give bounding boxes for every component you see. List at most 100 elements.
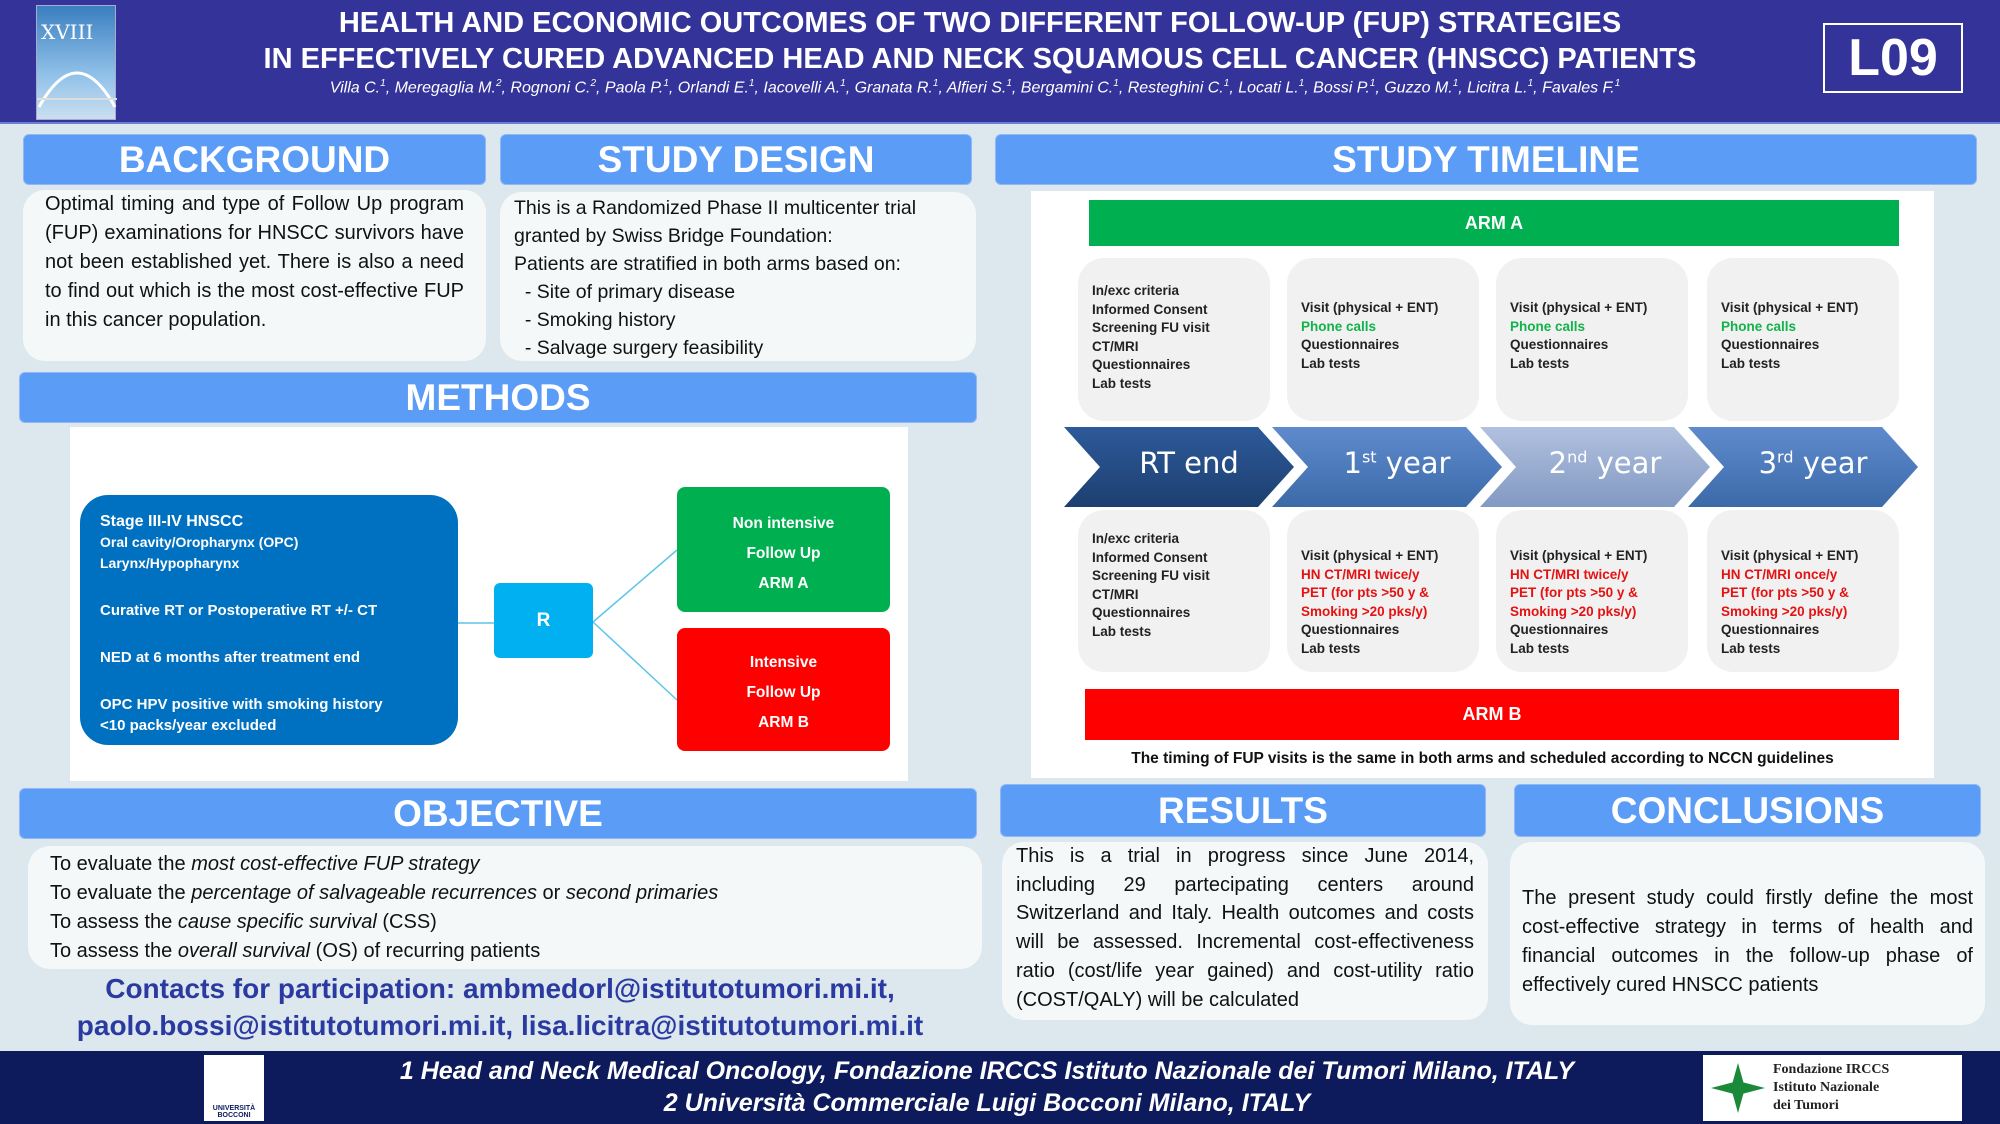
card-line: PET (for pts >50 y & — [1721, 585, 1849, 600]
card-line: Questionnaires — [1510, 622, 1609, 637]
card-line: Visit (physical + ENT) — [1301, 548, 1439, 563]
stage-suffix: year — [1793, 446, 1868, 480]
objective-prefix: To evaluate the — [50, 882, 192, 904]
timeline-arrow — [1064, 427, 1294, 507]
stage-number: RT end — [1139, 446, 1239, 480]
author-affiliation: 1 — [1452, 78, 1459, 89]
timeline-stage-label: 3rd year — [1708, 446, 1918, 480]
author-name: Alfieri S. — [946, 79, 1007, 97]
conclusions-header: CONCLUSIONS — [1514, 784, 1981, 837]
background-text: Optimal timing and type of Follow Up pro… — [23, 190, 486, 361]
timeline-arrow — [1688, 427, 1918, 507]
objective-prefix: To evaluate the — [50, 853, 192, 875]
card-line: CT/MRI — [1092, 338, 1139, 354]
timeline-arm-a-bar: ARM A — [1089, 200, 1899, 246]
objective-emphasis: percentage of salvageable recurrences — [191, 882, 537, 904]
card-line: PET (for pts >50 y & — [1301, 585, 1429, 600]
contacts-line-1[interactable]: Contacts for participation: ambmedorl@is… — [105, 973, 895, 1004]
card-line: Informed Consent — [1092, 549, 1208, 565]
logo-text: XVIII — [41, 20, 94, 44]
stage-number: 2 — [1548, 446, 1568, 480]
card-line: Questionnaires — [1092, 357, 1191, 372]
card-line: In/exc criteria — [1092, 531, 1180, 546]
stage-ordinal: nd — [1567, 447, 1588, 467]
card-line: Questionnaires — [1301, 622, 1400, 637]
study-design-line: - Salvage surgery feasibility — [514, 337, 764, 359]
author-affiliation: 1 — [1369, 78, 1376, 89]
arm-b-line: Follow Up — [746, 684, 821, 701]
arm-b-line: Intensive — [749, 654, 818, 671]
timeline-stage-label: 2nd year — [1500, 446, 1710, 480]
author-affiliation: 1 — [663, 78, 669, 89]
card-line: HN CT/MRI twice/y — [1510, 566, 1629, 582]
author-affiliation: 2 — [495, 78, 502, 89]
author-name: Guzzo M. — [1384, 79, 1453, 97]
objective-prefix: To assess the — [50, 911, 178, 933]
stage-suffix: year — [1587, 446, 1662, 480]
card-line: Phone calls — [1721, 318, 1797, 334]
criteria-line: <10 packs/year excluded — [100, 717, 277, 734]
author-name: Orlandi E. — [677, 79, 749, 97]
objective-suffix: or — [537, 882, 566, 904]
objective-item: To evaluate the most cost-effective FUP … — [50, 850, 960, 879]
timeline-arm-b-bar: ARM B — [1085, 689, 1899, 740]
author-name: Bossi P. — [1313, 79, 1370, 97]
card-line: In/exc criteria — [1092, 283, 1180, 298]
timeline-arrow — [1480, 427, 1710, 507]
card-line: Phone calls — [1510, 318, 1586, 334]
author-name: Resteghini C. — [1127, 79, 1224, 97]
objective-item: To assess the overall survival (OS) of r… — [50, 937, 960, 966]
criteria-line: OPC HPV positive with smoking history — [100, 696, 383, 713]
card-line: Screening FU visit — [1092, 568, 1210, 583]
author-name: Granata R. — [854, 79, 933, 97]
methods-header: METHODS — [19, 372, 977, 423]
title-line-1: HEALTH AND ECONOMIC OUTCOMES OF TWO DIFF… — [338, 7, 1622, 39]
footer: UNIVERSITÀ BOCCONI 1 Head and Neck Medic… — [0, 1051, 2000, 1124]
contacts: Contacts for participation: ambmedorl@is… — [0, 970, 1000, 1044]
card-line: Questionnaires — [1301, 337, 1400, 352]
study-design-line: - Smoking history — [514, 309, 676, 331]
arm-b-line: ARM B — [758, 714, 809, 731]
contacts-line-2[interactable]: paolo.bossi@istitutotumori.mi.it, lisa.l… — [76, 1010, 924, 1041]
criteria-line: Oral cavity/Oropharynx (OPC) — [100, 534, 299, 550]
timeline-stage-label: 1st year — [1292, 446, 1502, 480]
stage-number: 3 — [1758, 446, 1778, 480]
arm-a-line: ARM A — [758, 575, 809, 592]
author-affiliation: 1 — [1113, 78, 1119, 89]
timeline-note: The timing of FUP visits is the same in … — [1131, 750, 1834, 767]
congress-logo: XVIII — [36, 5, 117, 120]
card-line: Lab tests — [1301, 355, 1361, 371]
author-affiliation: 1 — [748, 78, 755, 89]
affiliation-1: 1 Head and Neck Medical Oncology, Fondaz… — [399, 1057, 1575, 1085]
methods-connectors — [458, 549, 678, 701]
affiliation-2: 2 Università Commerciale Luigi Bocconi M… — [663, 1089, 1311, 1117]
author-name: Favales F. — [1542, 79, 1615, 97]
card-line: CT/MRI — [1092, 586, 1139, 602]
conclusions-text: The present study could firstly define t… — [1510, 842, 1985, 1025]
title-line-2: IN EFFECTIVELY CURED ADVANCED HEAD AND N… — [263, 43, 1697, 75]
stage-number: 1 — [1343, 446, 1362, 480]
card-line: Informed Consent — [1092, 301, 1208, 317]
timeline-arrows — [1064, 427, 1918, 507]
objective-emphasis: most cost-effective FUP strategy — [191, 853, 480, 875]
poster-code: L09 — [1823, 23, 1963, 93]
background-header: BACKGROUND — [23, 134, 486, 185]
study-design-text: This is a Randomized Phase II multicente… — [500, 192, 976, 361]
study-design-line: This is a Randomized Phase II multicente… — [514, 197, 917, 219]
card-line: Questionnaires — [1092, 605, 1191, 620]
card-line: HN CT/MRI twice/y — [1301, 566, 1420, 582]
bocconi-logo-text: UNIVERSITÀ BOCCONI — [212, 1105, 256, 1119]
author-name: Rognoni C. — [510, 79, 591, 97]
author-name: Villa C. — [329, 79, 381, 97]
author-affiliation: 1 — [1527, 78, 1534, 89]
card-line: Smoking >20 pks/y) — [1721, 603, 1848, 619]
author-name: Licitra L. — [1467, 79, 1528, 97]
bocconi-logo: UNIVERSITÀ BOCCONI — [204, 1055, 264, 1121]
objective-suffix: (CSS) — [376, 911, 437, 933]
objective-item: To assess the cause specific survival (C… — [50, 908, 960, 937]
criteria-line: Curative RT or Postoperative RT +/- CT — [100, 602, 378, 619]
